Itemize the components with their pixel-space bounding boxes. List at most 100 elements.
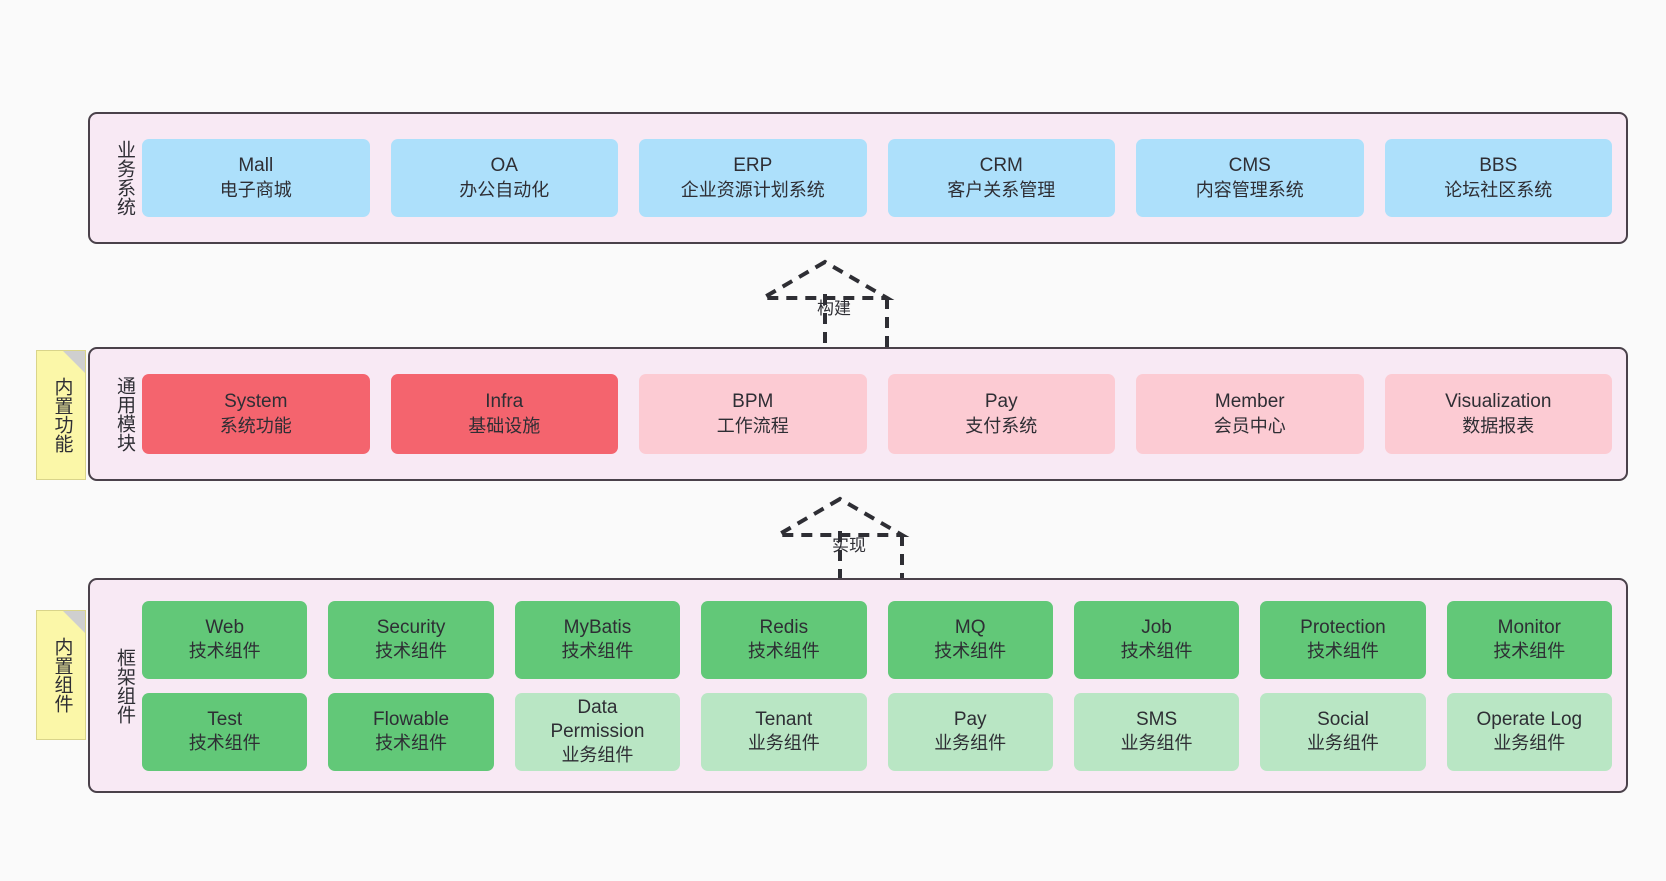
node-data-permission[interactable]: Data Permission 业务组件 — [514, 692, 681, 771]
node-mall[interactable]: Mall 电子商城 — [142, 139, 370, 217]
node-subtitle: 业务组件 — [1120, 733, 1193, 754]
node-title: Pay — [984, 391, 1018, 413]
node-security[interactable]: Security 技术组件 — [328, 600, 494, 679]
node-oa[interactable]: OA 办公自动化 — [390, 139, 618, 217]
node-operate-log[interactable]: Operate Log 业务组件 — [1446, 692, 1612, 771]
generalization-arrowhead-icon — [755, 259, 895, 300]
node-cms[interactable]: CMS 内容管理系统 — [1136, 139, 1364, 217]
node-title: Social — [1317, 708, 1369, 730]
node-subtitle: 技术组件 — [375, 733, 448, 754]
node-title: BPM — [732, 391, 774, 413]
node-test[interactable]: Test 技术组件 — [142, 692, 308, 771]
node-title: SMS — [1135, 708, 1178, 730]
note-builtin-component: 内置组件 — [36, 610, 86, 740]
node-title: MyBatis — [563, 616, 632, 638]
node-visualization[interactable]: Visualization 数据报表 — [1384, 374, 1612, 454]
node-subtitle: 基础设施 — [468, 415, 541, 436]
node-title: ERP — [733, 155, 773, 177]
node-subtitle: 办公自动化 — [459, 179, 550, 200]
layer-title-business-system: 业务系统 — [114, 140, 135, 216]
layer-title-framework-component: 框架组件 — [114, 647, 135, 724]
node-title: BBS — [1479, 155, 1518, 177]
connector-implement-label: 实现 — [832, 536, 866, 555]
node-crm[interactable]: CRM 客户关系管理 — [887, 139, 1115, 217]
node-subtitle: 内容管理系统 — [1195, 179, 1304, 200]
node-title: Web — [205, 616, 245, 638]
layer-body-framework-component: Web 技术组件 Security 技术组件 MyBatis 技术组件 Redi… — [134, 580, 1626, 791]
node-subtitle: 技术组件 — [1120, 641, 1193, 662]
connector-build-label: 构建 — [817, 299, 851, 318]
node-system[interactable]: System 系统功能 — [142, 374, 370, 454]
node-subtitle: 业务组件 — [1306, 733, 1379, 754]
node-bpm[interactable]: BPM 工作流程 — [639, 374, 867, 454]
node-title: OA — [490, 155, 518, 177]
node-subtitle: 业务组件 — [747, 733, 820, 754]
node-subtitle: 系统功能 — [219, 415, 292, 436]
node-subtitle: 会员中心 — [1213, 415, 1286, 436]
node-subtitle: 业务组件 — [561, 745, 634, 766]
node-row: Web 技术组件 Security 技术组件 MyBatis 技术组件 Redi… — [142, 600, 1612, 679]
node-subtitle: 技术组件 — [934, 641, 1007, 662]
node-erp[interactable]: ERP 企业资源计划系统 — [639, 139, 867, 217]
node-member[interactable]: Member 会员中心 — [1136, 374, 1364, 454]
node-title: Data — [577, 696, 618, 718]
node-tenant[interactable]: Tenant 业务组件 — [701, 692, 867, 771]
note-fold-icon — [63, 611, 85, 633]
node-protection[interactable]: Protection 技术组件 — [1260, 600, 1426, 679]
connector-build: 构建 — [755, 258, 905, 350]
note-label: 内置功能 — [51, 377, 73, 453]
node-title: Operate Log — [1476, 708, 1583, 730]
node-title: Redis — [759, 616, 809, 638]
node-row: Mall 电子商城 OA 办公自动化 ERP 企业资源计划系统 CRM 客户关系… — [142, 139, 1612, 217]
node-subtitle: 技术组件 — [561, 641, 634, 662]
layer-title-common-module: 通用模块 — [114, 376, 135, 452]
node-sms[interactable]: SMS 业务组件 — [1073, 692, 1240, 771]
node-title: Flowable — [373, 708, 450, 730]
node-subtitle: 技术组件 — [1493, 641, 1566, 662]
node-title: Protection — [1300, 616, 1386, 638]
node-social[interactable]: Social 业务组件 — [1260, 692, 1426, 771]
node-title: Member — [1214, 391, 1285, 413]
node-title: Visualization — [1445, 391, 1552, 413]
node-web[interactable]: Web 技术组件 — [142, 600, 308, 679]
note-builtin-function: 内置功能 — [36, 350, 86, 480]
layer-business-system: 业务系统 Mall 电子商城 OA 办公自动化 ERP 企业资源计划系统 — [88, 112, 1628, 244]
node-title: Test — [207, 708, 243, 730]
node-subtitle: 电子商城 — [219, 179, 292, 200]
node-subtitle: 客户关系管理 — [947, 179, 1056, 200]
node-mybatis[interactable]: MyBatis 技术组件 — [514, 600, 681, 679]
node-title: CMS — [1228, 155, 1271, 177]
node-title: System — [224, 391, 288, 413]
layer-framework-component: 框架组件 Web 技术组件 Security 技术组件 MyBatis 技术组件 — [88, 578, 1628, 793]
node-pay-component[interactable]: Pay 业务组件 — [887, 692, 1053, 771]
node-row: Test 技术组件 Flowable 技术组件 Data Permission … — [142, 692, 1612, 771]
node-subtitle: 技术组件 — [188, 733, 261, 754]
node-redis[interactable]: Redis 技术组件 — [701, 600, 867, 679]
note-fold-icon — [63, 351, 85, 373]
node-infra[interactable]: Infra 基础设施 — [390, 374, 618, 454]
node-flowable[interactable]: Flowable 技术组件 — [328, 692, 494, 771]
node-title: Pay — [953, 708, 987, 730]
layer-body-business-system: Mall 电子商城 OA 办公自动化 ERP 企业资源计划系统 CRM 客户关系… — [134, 114, 1626, 242]
node-subtitle: 企业资源计划系统 — [680, 179, 825, 200]
node-pay[interactable]: Pay 支付系统 — [887, 374, 1115, 454]
node-job[interactable]: Job 技术组件 — [1073, 600, 1240, 679]
node-title: MQ — [954, 616, 986, 638]
node-title: Mall — [238, 155, 274, 177]
node-subtitle: 技术组件 — [1306, 641, 1379, 662]
node-title: Infra — [485, 391, 524, 413]
node-subtitle: 技术组件 — [747, 641, 820, 662]
node-subtitle: 业务组件 — [934, 733, 1007, 754]
node-monitor[interactable]: Monitor 技术组件 — [1446, 600, 1612, 679]
node-row: System 系统功能 Infra 基础设施 BPM 工作流程 Pay 支付系统 — [142, 374, 1612, 454]
node-mq[interactable]: MQ 技术组件 — [887, 600, 1053, 679]
node-subtitle: 工作流程 — [716, 415, 789, 436]
node-subtitle: 技术组件 — [188, 641, 261, 662]
node-subtitle: 论坛社区系统 — [1444, 179, 1553, 200]
node-title: Job — [1141, 616, 1172, 638]
node-subtitle: 业务组件 — [1493, 733, 1566, 754]
node-bbs[interactable]: BBS 论坛社区系统 — [1384, 139, 1612, 217]
node-subtitle: 支付系统 — [965, 415, 1038, 436]
node-title: Security — [376, 616, 446, 638]
